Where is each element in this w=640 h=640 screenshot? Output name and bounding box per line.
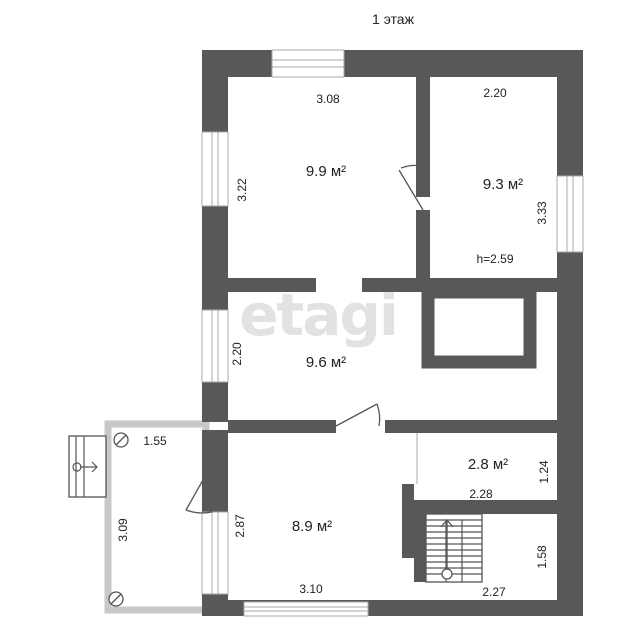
watermark-logo: etagi — [239, 281, 397, 349]
door-top-rooms — [398, 164, 424, 211]
room-area: 9.3 м² — [483, 176, 523, 193]
floor-title: 1 этаж — [372, 11, 415, 27]
arrow-up-icon — [440, 519, 454, 528]
windows — [201, 49, 584, 617]
entrance-steps — [68, 435, 107, 498]
dimension-height: 2.87 — [233, 514, 247, 538]
staircase — [425, 513, 483, 583]
door-middle-room — [335, 403, 381, 427]
chimney — [421, 285, 537, 369]
arrow-right-icon — [91, 461, 98, 473]
ceiling-height: h=2.59 — [476, 252, 513, 266]
dimension-width: 2.27 — [482, 585, 506, 599]
room-area: 2.8 м² — [468, 456, 508, 473]
dimension-height: 3.22 — [235, 178, 249, 202]
porch-length: 3.09 — [116, 518, 130, 542]
window-bottom — [243, 601, 369, 617]
dimension-height: 1.58 — [535, 545, 549, 569]
room-area: 8.9 м² — [292, 518, 332, 535]
door-entrance — [185, 463, 213, 514]
dimension-width: 2.28 — [469, 487, 493, 501]
dimension-width: 3.08 — [316, 92, 340, 106]
window-left-middle — [201, 309, 229, 383]
stairs-start-icon — [441, 568, 453, 580]
window-left-upper — [201, 131, 229, 207]
room-area: 9.6 м² — [306, 354, 346, 371]
window-top — [271, 49, 345, 78]
porch — [104, 420, 210, 614]
dimension-height: 2.20 — [230, 342, 244, 366]
dimension-height: 3.33 — [535, 201, 549, 225]
porch-width: 1.55 — [143, 434, 167, 448]
window-right — [556, 175, 584, 253]
dimension-width: 2.20 — [483, 86, 507, 100]
room-area: 9.9 м² — [306, 163, 346, 180]
porch-railing — [104, 420, 210, 614]
doors — [185, 164, 424, 514]
window-left-lower — [201, 511, 229, 595]
dimension-width: 3.10 — [299, 582, 323, 596]
dimension-height: 1.24 — [537, 460, 551, 484]
